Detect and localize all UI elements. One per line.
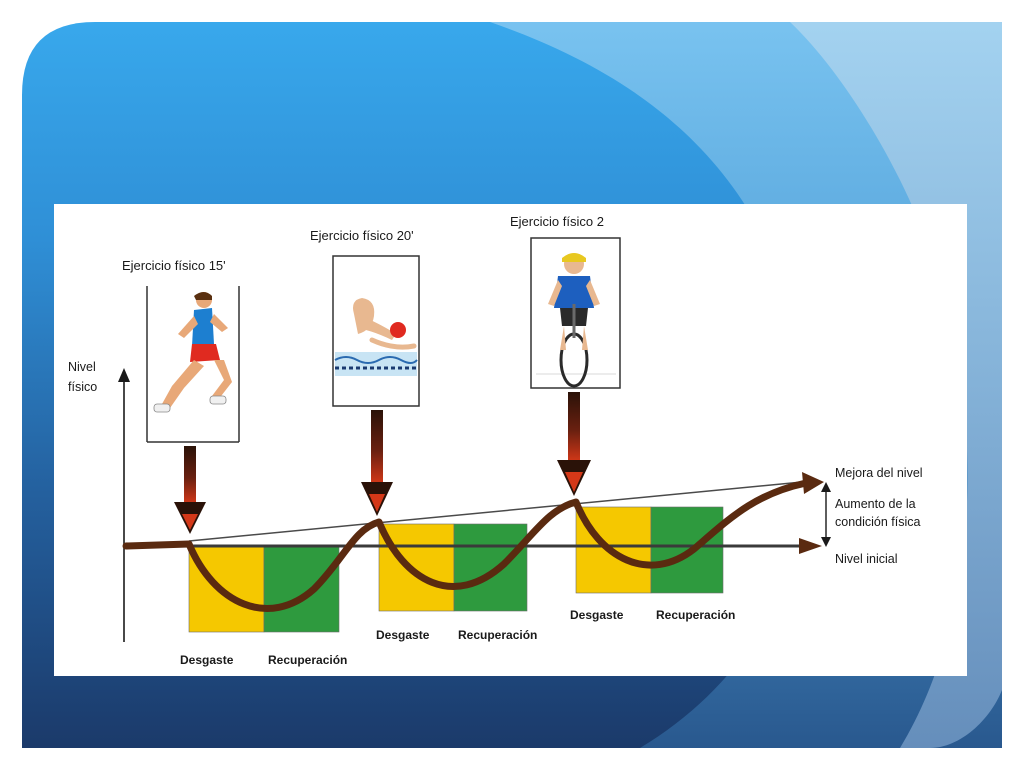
baseline-arrowhead: [799, 538, 822, 554]
y-axis-arrowhead: [118, 368, 130, 382]
y-axis-label-line1: Nivel: [68, 360, 96, 374]
fitness-curve: [122, 479, 810, 612]
aumento-bracket-bottom: [821, 537, 831, 547]
exercise-card-3: [530, 237, 621, 389]
cyclist-icon: [536, 253, 616, 388]
desgaste-bar-1: [188, 544, 265, 633]
curve-arrowhead: [802, 472, 824, 494]
fitness-diagram: Ejercicio físico 15' Ejercicio físico 20…: [54, 204, 967, 676]
trend-line: [188, 481, 803, 542]
recuperacion-bar-2: [453, 523, 528, 612]
desgaste-bar-2: [378, 523, 455, 612]
desgaste-label-1: Desgaste: [180, 653, 234, 667]
desgaste-label-2: Desgaste: [376, 628, 430, 642]
recuperacion-bar-1: [263, 544, 340, 633]
mejora-label: Mejora del nivel: [835, 466, 923, 480]
aumento-label-line2: condición física: [835, 515, 921, 529]
recuperacion-label-3: Recuperación: [656, 608, 736, 622]
exercise-card-2: [332, 255, 420, 407]
recuperacion-label-2: Recuperación: [458, 628, 538, 642]
exercise-card-1: [146, 286, 240, 443]
aumento-bracket-top: [821, 482, 831, 492]
outer-swoosh: [790, 22, 1002, 748]
swimmer-icon: [334, 298, 418, 376]
inicial-label: Nivel inicial: [835, 552, 898, 566]
exercise-arrow-1: [174, 446, 206, 534]
exercise-arrow-3: [557, 392, 591, 496]
desgaste-label-3: Desgaste: [570, 608, 624, 622]
diagram-canvas: [118, 237, 831, 642]
recuperacion-label-1: Recuperación: [268, 653, 348, 667]
exercise-label-1: Ejercicio físico 15': [122, 258, 226, 273]
exercise-label-3: Ejercicio físico 2: [510, 214, 604, 229]
runner-icon: [153, 292, 232, 413]
y-axis-label-line2: físico: [68, 380, 98, 394]
exercise-label-2: Ejercicio físico 20': [310, 228, 414, 243]
exercise-arrow-2: [361, 410, 393, 516]
aumento-label-line1: Aumento de la: [835, 497, 916, 511]
